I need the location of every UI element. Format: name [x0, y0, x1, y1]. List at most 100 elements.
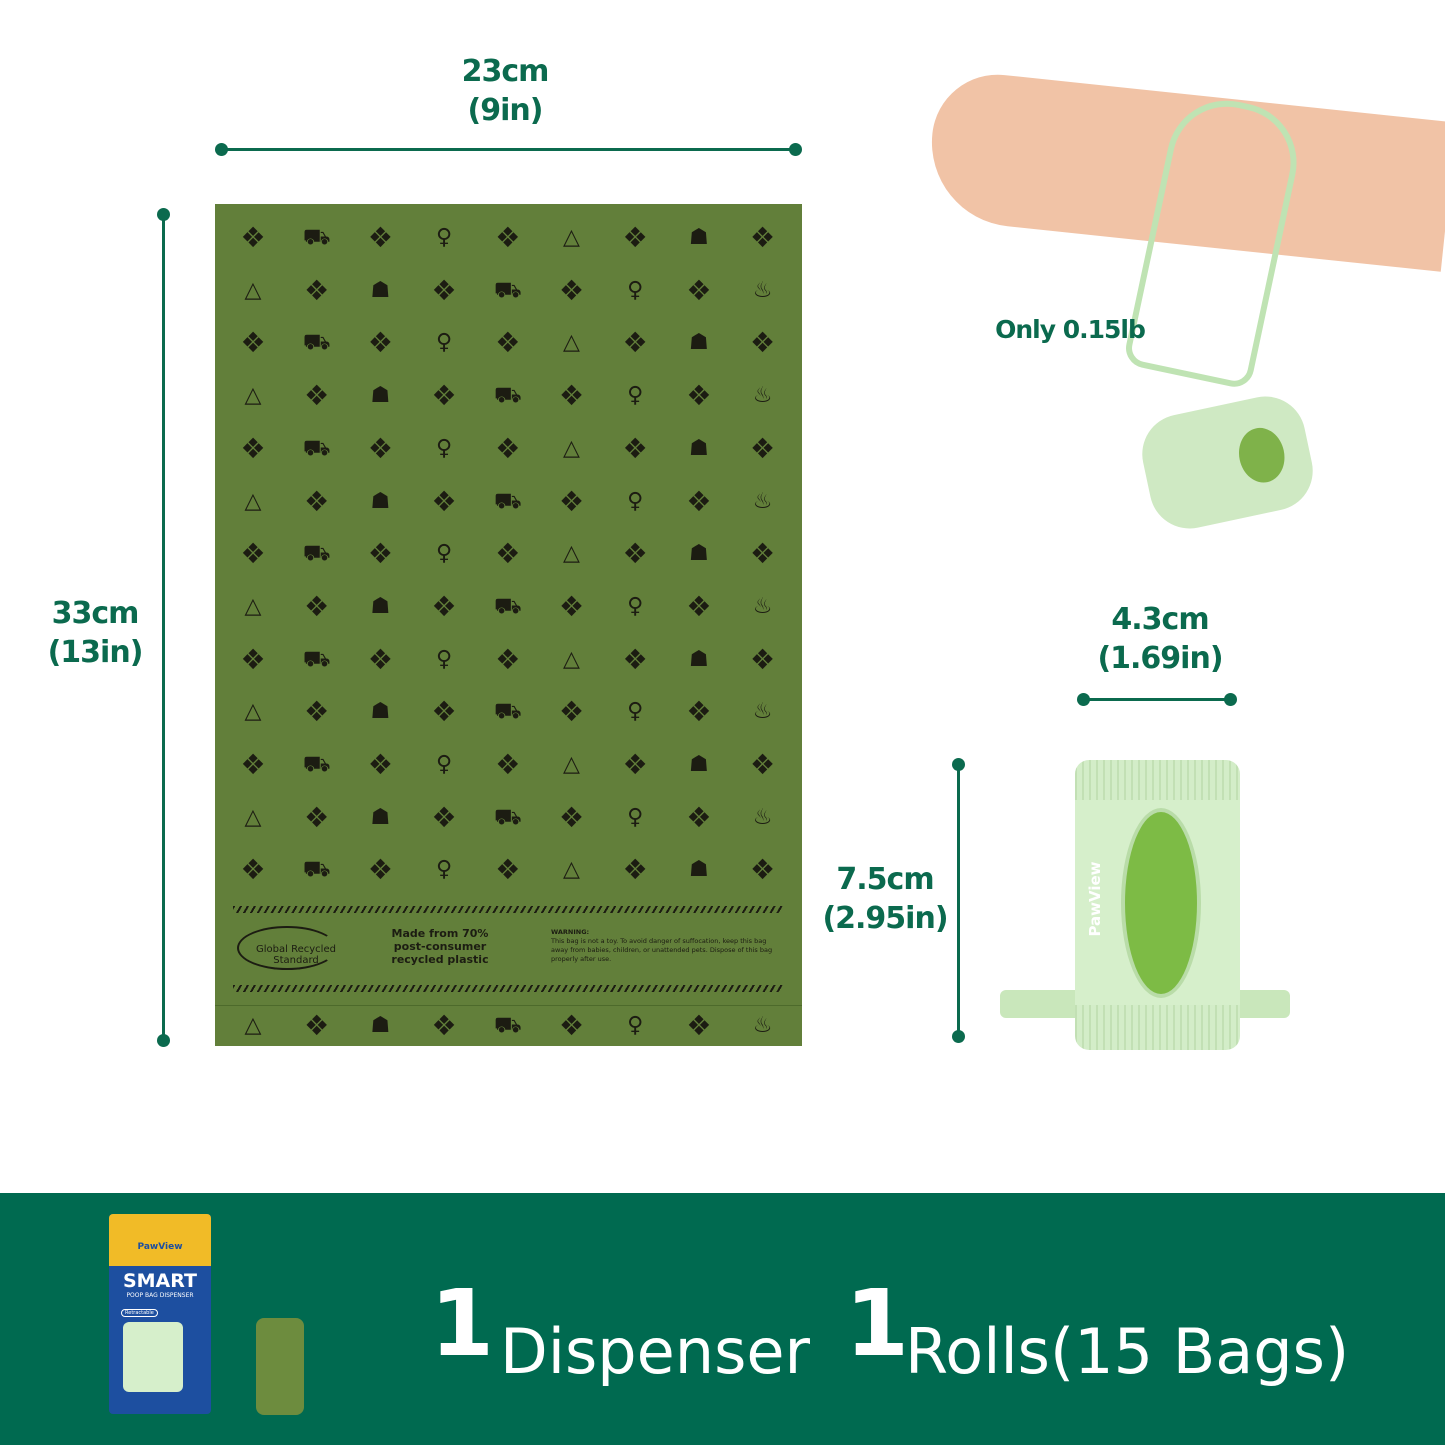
bag-width-cm: 23cm	[461, 54, 550, 89]
grs-logo-text: Global Recycled Standard	[256, 944, 336, 966]
dispenser: PawView	[1075, 760, 1240, 1050]
campfire-icon: ♨	[752, 593, 773, 619]
car-icon: ⛟	[302, 435, 331, 461]
paw-icon: ❖	[495, 326, 521, 360]
dog-icon: ☗	[689, 541, 709, 567]
paw-icon: ❖	[367, 431, 393, 465]
tent-icon: △	[244, 699, 262, 725]
dispenser-height-label: 7.5cm(2.95in)	[815, 860, 955, 938]
paw-icon: ❖	[431, 800, 457, 834]
paw-icon: ❖	[686, 1009, 712, 1042]
bag-height-in: (13in)	[47, 635, 144, 670]
dispenser-width-cm: 4.3cm	[1111, 602, 1209, 637]
paw-icon: ❖	[304, 379, 330, 413]
car-icon: ⛟	[302, 330, 331, 356]
paw-icon: ❖	[240, 221, 266, 254]
bag-width-in: (9in)	[467, 93, 544, 128]
bag-width-line	[221, 148, 795, 151]
pacifier-icon: ♀	[627, 699, 644, 725]
paw-icon: ❖	[495, 537, 521, 571]
dim-dot	[952, 758, 965, 771]
paw-icon: ❖	[750, 853, 776, 887]
dog-icon: ☗	[370, 383, 391, 409]
paw-icon: ❖	[240, 853, 266, 887]
dispenser-height-cm: 7.5cm	[836, 862, 934, 897]
dim-dot	[215, 143, 228, 156]
dog-icon: ☗	[370, 804, 391, 830]
rolls-qty: 1	[845, 1270, 910, 1377]
paw-icon: ❖	[367, 537, 393, 571]
dispenser-window	[1234, 423, 1290, 487]
tent-icon: △	[563, 541, 580, 567]
recycled-line: recycled plastic	[391, 953, 489, 966]
campfire-icon: ♨	[752, 277, 773, 303]
dim-dot	[157, 1034, 170, 1047]
car-icon: ⛟	[302, 646, 331, 672]
package-brand: PawView	[137, 1242, 183, 1252]
package-header: PawView	[109, 1214, 211, 1266]
paw-icon: ❖	[622, 853, 648, 887]
paw-icon: ❖	[367, 748, 393, 781]
paw-icon: ❖	[240, 748, 266, 781]
dim-dot	[1224, 693, 1237, 706]
bag-seal-line	[215, 1005, 802, 1006]
paw-icon: ❖	[304, 273, 330, 307]
dog-icon: ☗	[689, 857, 709, 883]
paw-icon: ❖	[686, 273, 712, 307]
paw-icon: ❖	[686, 589, 712, 623]
tent-icon: △	[563, 752, 580, 777]
package-badge: Retractable	[121, 1309, 158, 1317]
paw-icon: ❖	[686, 695, 712, 729]
pacifier-icon: ♀	[436, 330, 453, 356]
paw-icon: ❖	[240, 642, 266, 676]
tent-icon: △	[563, 857, 580, 883]
paw-icon: ❖	[495, 853, 521, 887]
paw-icon: ❖	[495, 748, 521, 781]
pacifier-icon: ♀	[627, 488, 644, 514]
dim-dot	[157, 208, 170, 221]
dog-icon: ☗	[689, 435, 709, 461]
paw-icon: ❖	[240, 537, 266, 571]
pacifier-icon: ♀	[436, 857, 453, 883]
warning-text: This bag is not a toy. To avoid danger o…	[551, 937, 773, 963]
poop-bag: ❖ ⛟ ❖ ♀ ❖ △ ❖ ☗ ❖ △ ❖ ☗ ❖ ⛟ ❖ ♀ ❖ ♨ ❖ ⛟ ❖ ♀ ❖ △ ❖ ☗ ❖ △ ❖ ☗ ❖ ⛟ ❖ ♀ ❖ ♨ ❖ ⛟ ❖ ♀…	[215, 204, 802, 1046]
dispenser-window	[1121, 808, 1201, 998]
dog-icon: ☗	[370, 1013, 391, 1038]
paw-icon: ❖	[495, 642, 521, 676]
tent-icon: △	[563, 225, 580, 250]
paw-icon: ❖	[750, 642, 776, 676]
paw-icon: ❖	[622, 326, 648, 360]
paw-icon: ❖	[431, 1009, 457, 1042]
hatch-divider	[233, 906, 783, 913]
package: PawView SMART POOP BAG DISPENSER Retract…	[109, 1214, 211, 1414]
paw-icon: ❖	[622, 221, 648, 254]
paw-icon: ❖	[304, 589, 330, 623]
tent-icon: △	[244, 383, 262, 409]
paw-icon: ❖	[686, 800, 712, 834]
dog-icon: ☗	[370, 488, 391, 514]
pacifier-icon: ♀	[436, 541, 453, 567]
paw-icon: ❖	[622, 748, 648, 781]
paw-icon: ❖	[750, 537, 776, 571]
paw-icon: ❖	[367, 853, 393, 887]
campfire-icon: ♨	[752, 383, 773, 409]
dog-icon: ☗	[689, 752, 709, 777]
tent-icon: △	[244, 488, 262, 514]
campfire-icon: ♨	[752, 699, 773, 725]
car-icon: ⛟	[493, 1013, 522, 1038]
paw-icon: ❖	[367, 221, 393, 254]
warning: WARNING: This bag is not a toy. To avoid…	[551, 928, 785, 964]
dispenser-width-line	[1084, 698, 1230, 701]
car-icon: ⛟	[302, 857, 331, 883]
paw-icon: ❖	[750, 748, 776, 781]
pacifier-icon: ♀	[436, 435, 453, 461]
dog-icon: ☗	[370, 593, 391, 619]
tent-icon: △	[563, 646, 580, 672]
tent-icon: △	[563, 330, 580, 356]
dog-icon: ☗	[689, 225, 709, 250]
paw-icon: ❖	[750, 326, 776, 360]
paw-icon: ❖	[622, 537, 648, 571]
dispenser-height-line	[957, 764, 960, 1036]
campfire-icon: ♨	[752, 488, 773, 514]
dispenser-brand: PawView	[1086, 861, 1104, 937]
